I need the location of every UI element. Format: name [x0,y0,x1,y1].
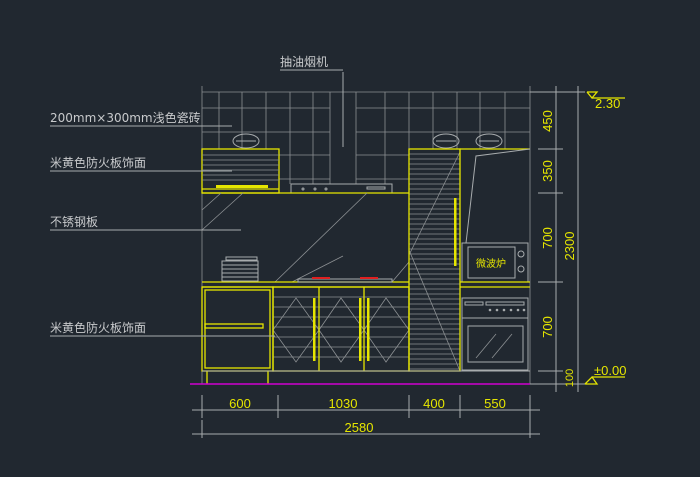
door-handle [367,298,370,361]
plate-stack-icon [221,256,259,282]
elevation-top: 2.30 [595,96,620,111]
horizontal-dimensions: 600 1030 400 550 2580 [192,395,540,438]
microwave-label: 微波炉 [476,257,506,270]
label-tile: 200mm×300mm浅色瓷砖 [50,110,201,125]
range-hood [290,72,393,194]
annotations: 抽油烟机 200mm×300mm浅色瓷砖 米黄色防火板饰面 不锈钢板 米黄色防火… [50,55,343,337]
tile-grid [201,86,531,384]
dim-700-upper: 700 [540,227,555,249]
appliance-column: 微波炉 [202,148,531,372]
label-upper-cabinet-finish: 米黄色防火板饰面 [50,155,146,170]
label-backsplash: 不锈钢板 [50,215,98,229]
dim-1030: 1030 [329,396,358,411]
tall-cabinet [408,148,461,372]
oven [461,297,529,371]
label-range-hood: 抽油烟机 [280,55,328,69]
dim-total-height: 2300 [562,232,577,261]
dim-600: 600 [229,396,251,411]
dim-100: 100 [564,369,576,387]
dim-350: 350 [540,160,555,182]
elevation-floor: ±0.00 [594,363,626,378]
elevation-markers: 2.30 ±0.00 [584,91,626,385]
door-handle [313,298,316,361]
vertical-dimensions: 450 350 700 700 100 2300 [530,86,585,392]
dim-550: 550 [484,396,506,411]
dim-450: 450 [540,110,555,132]
dim-700-lower: 700 [540,316,555,338]
dim-total-width: 2580 [345,420,374,435]
door-handle [359,298,362,361]
pot-icon [232,133,503,149]
label-lower-cabinet-finish: 米黄色防火板饰面 [50,320,146,335]
base-cabinet-doors [272,286,410,372]
dim-400: 400 [423,396,445,411]
cooktop [297,277,393,283]
